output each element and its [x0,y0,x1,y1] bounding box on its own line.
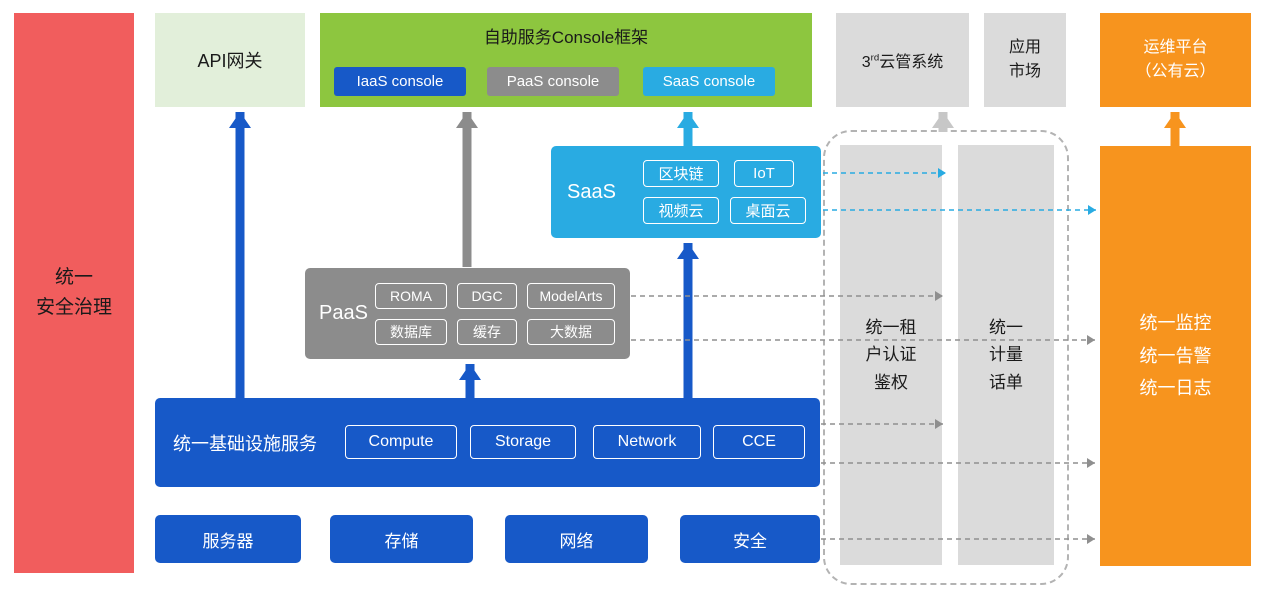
infra-chip-network: Network [593,425,701,459]
third-party-cloud-mgmt-box: 3rd云管系统 [836,13,969,107]
hardware-network-label: 网络 [559,531,594,551]
saas-chip-blockchain: 区块链 [643,160,719,187]
tenant-auth-column: 统一租 户认证 鉴权 [840,145,942,565]
monitoring-label: 统一监控 统一告警 统一日志 [1139,313,1212,399]
hardware-box-server: 服务器 [155,515,301,563]
console-frame-box: 自助服务Console框架 IaaS console PaaS console … [320,13,812,107]
paas-chip-bigdata: 大数据 [527,319,615,345]
third-party-cloud-mgmt-label: 3rd云管系统 [861,52,944,71]
ops-platform-label: 运维平台 （公有云） [1135,39,1216,80]
infrastructure-layer-box: 统一基础设施服务 Compute Storage Network CCE [155,398,820,487]
hardware-box-storage: 存储 [330,515,473,563]
paas-chip-dgc: DGC [457,283,517,309]
tenant-auth-label: 统一租 户认证 鉴权 [865,318,917,392]
hardware-server-label: 服务器 [202,531,254,551]
api-gateway-label: API网关 [197,51,263,71]
paas-chip-database: 数据库 [375,319,447,345]
app-market-box: 应用 市场 [984,13,1066,107]
infra-chip-cce: CCE [713,425,805,459]
hardware-security-label: 安全 [733,531,767,551]
hardware-box-security: 安全 [680,515,820,563]
security-governance-bar: 统一 安全治理 [14,13,134,573]
ops-platform-box: 运维平台 （公有云） [1100,13,1251,107]
paas-console-badge: PaaS console [487,67,619,96]
app-market-label: 应用 市场 [1008,39,1041,80]
hardware-storage-label: 存储 [384,531,419,551]
console-frame-title: 自助服务Console框架 [483,28,649,47]
hardware-box-network: 网络 [505,515,648,563]
saas-chip-iot: IoT [734,160,794,187]
iaas-console-badge: IaaS console [334,67,466,96]
infra-chip-storage: Storage [470,425,576,459]
paas-chip-modelarts: ModelArts [527,283,615,309]
saas-chip-video-cloud: 视频云 [643,197,719,224]
infra-chip-compute: Compute [345,425,457,459]
saas-chip-desktop-cloud: 桌面云 [730,197,806,224]
saas-layer-box: SaaS 区块链 IoT 视频云 桌面云 [551,146,821,238]
paas-layer-box: PaaS ROMA DGC ModelArts 数据库 缓存 大数据 [305,268,630,359]
saas-layer-label: SaaS [567,180,616,203]
api-gateway-box: API网关 [155,13,305,107]
infrastructure-label: 统一基础设施服务 [173,433,317,454]
saas-console-badge: SaaS console [643,67,775,96]
paas-chip-cache: 缓存 [457,319,517,345]
monitoring-box: 统一监控 统一告警 统一日志 [1100,146,1251,566]
security-governance-label: 统一 安全治理 [35,266,112,318]
paas-chip-roma: ROMA [375,283,447,309]
paas-layer-label: PaaS [319,302,368,324]
metering-column: 统一 计量 话单 [958,145,1054,565]
metering-label: 统一 计量 话单 [989,318,1023,392]
